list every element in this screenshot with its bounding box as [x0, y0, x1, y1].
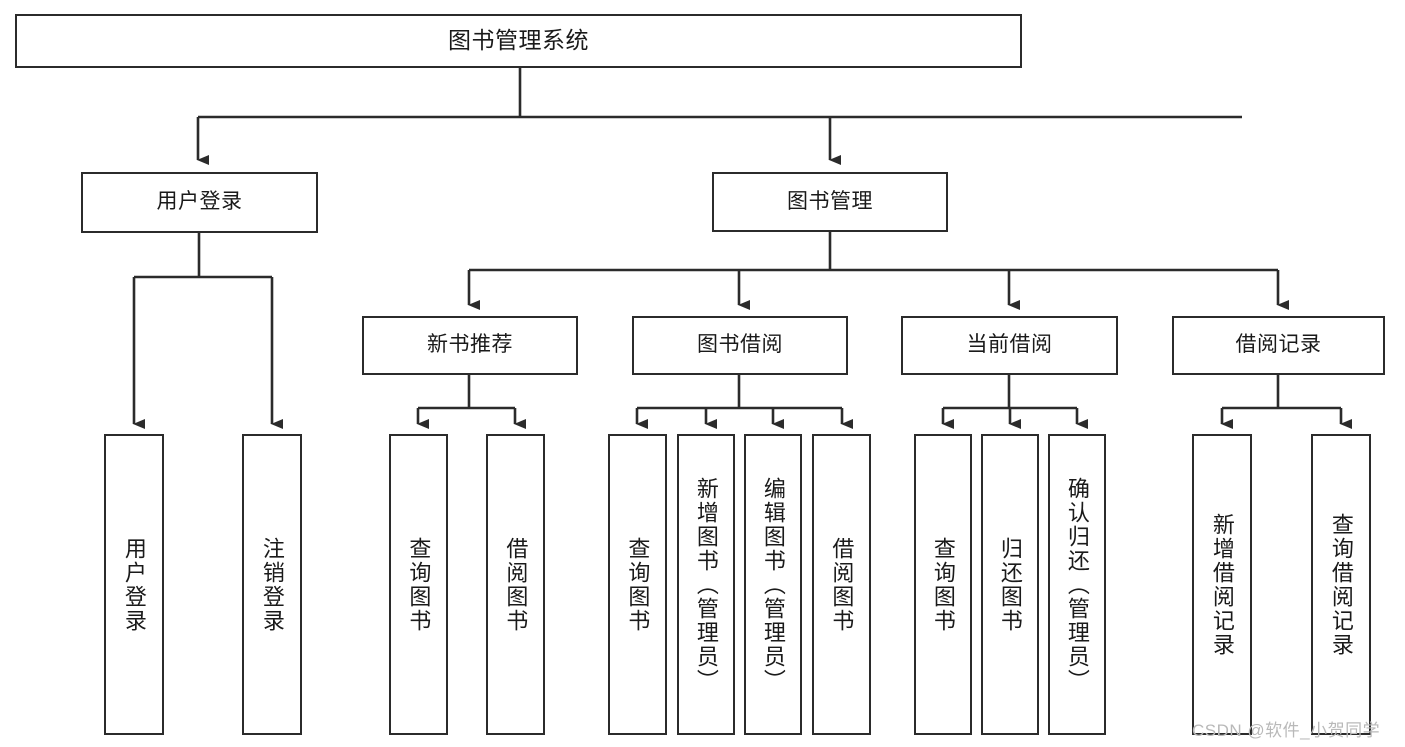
- node-borrow-record[interactable]: 借阅记录: [1172, 316, 1385, 375]
- leaf-current-borrow-confirm-return-admin[interactable]: 确认归还（管理员）: [1048, 434, 1106, 735]
- leaf-current-borrow-return-book[interactable]: 归还图书: [981, 434, 1039, 735]
- leaf-book-borrow-add-book-admin[interactable]: 新增图书（管理员）: [677, 434, 735, 735]
- node-label: 新增借阅记录: [1209, 512, 1235, 657]
- node-book-borrow[interactable]: 图书借阅: [632, 316, 848, 375]
- node-new-book-recommend[interactable]: 新书推荐: [362, 316, 578, 375]
- node-label: 查询图书: [625, 536, 651, 633]
- leaf-user-login-login[interactable]: 用户登录: [104, 434, 164, 735]
- node-book-management[interactable]: 图书管理: [712, 172, 948, 232]
- leaf-current-borrow-query-book[interactable]: 查询图书: [914, 434, 972, 735]
- node-label: 编辑图书（管理员）: [760, 476, 786, 693]
- watermark-csdn: CSDN @软件_小贺同学: [1192, 721, 1381, 740]
- node-label: 图书管理: [787, 189, 873, 213]
- leaf-borrow-record-add-record[interactable]: 新增借阅记录: [1192, 434, 1252, 735]
- node-label: 当前借阅: [966, 333, 1053, 357]
- node-root-book-management-system[interactable]: 图书管理系统: [15, 14, 1022, 68]
- node-label: 查询图书: [930, 536, 956, 633]
- node-label: 注销登录: [259, 536, 285, 633]
- node-label: 新增图书（管理员）: [693, 476, 719, 693]
- node-label: 查询图书: [406, 536, 432, 633]
- node-user-login[interactable]: 用户登录: [81, 172, 318, 233]
- node-label: 借阅记录: [1235, 333, 1322, 357]
- leaf-book-borrow-query-book[interactable]: 查询图书: [608, 434, 667, 735]
- node-label: 用户登录: [156, 190, 243, 214]
- leaf-new-book-query-book[interactable]: 查询图书: [389, 434, 448, 735]
- node-label: 用户登录: [121, 536, 147, 633]
- leaf-book-borrow-borrow-book[interactable]: 借阅图书: [812, 434, 871, 735]
- node-label: 借阅图书: [503, 536, 529, 633]
- node-label: 查询借阅记录: [1328, 512, 1354, 657]
- node-label: 归还图书: [997, 536, 1023, 633]
- leaf-book-borrow-edit-book-admin[interactable]: 编辑图书（管理员）: [744, 434, 802, 735]
- node-label: 确认归还（管理员）: [1064, 476, 1090, 693]
- node-label: 图书借阅: [697, 333, 783, 357]
- node-label: 新书推荐: [427, 333, 513, 357]
- node-label: 图书管理系统: [448, 27, 589, 54]
- leaf-user-login-logout[interactable]: 注销登录: [242, 434, 302, 735]
- leaf-new-book-borrow-book[interactable]: 借阅图书: [486, 434, 545, 735]
- leaf-borrow-record-query-record[interactable]: 查询借阅记录: [1311, 434, 1371, 735]
- node-current-borrow[interactable]: 当前借阅: [901, 316, 1118, 375]
- node-label: 借阅图书: [829, 536, 855, 633]
